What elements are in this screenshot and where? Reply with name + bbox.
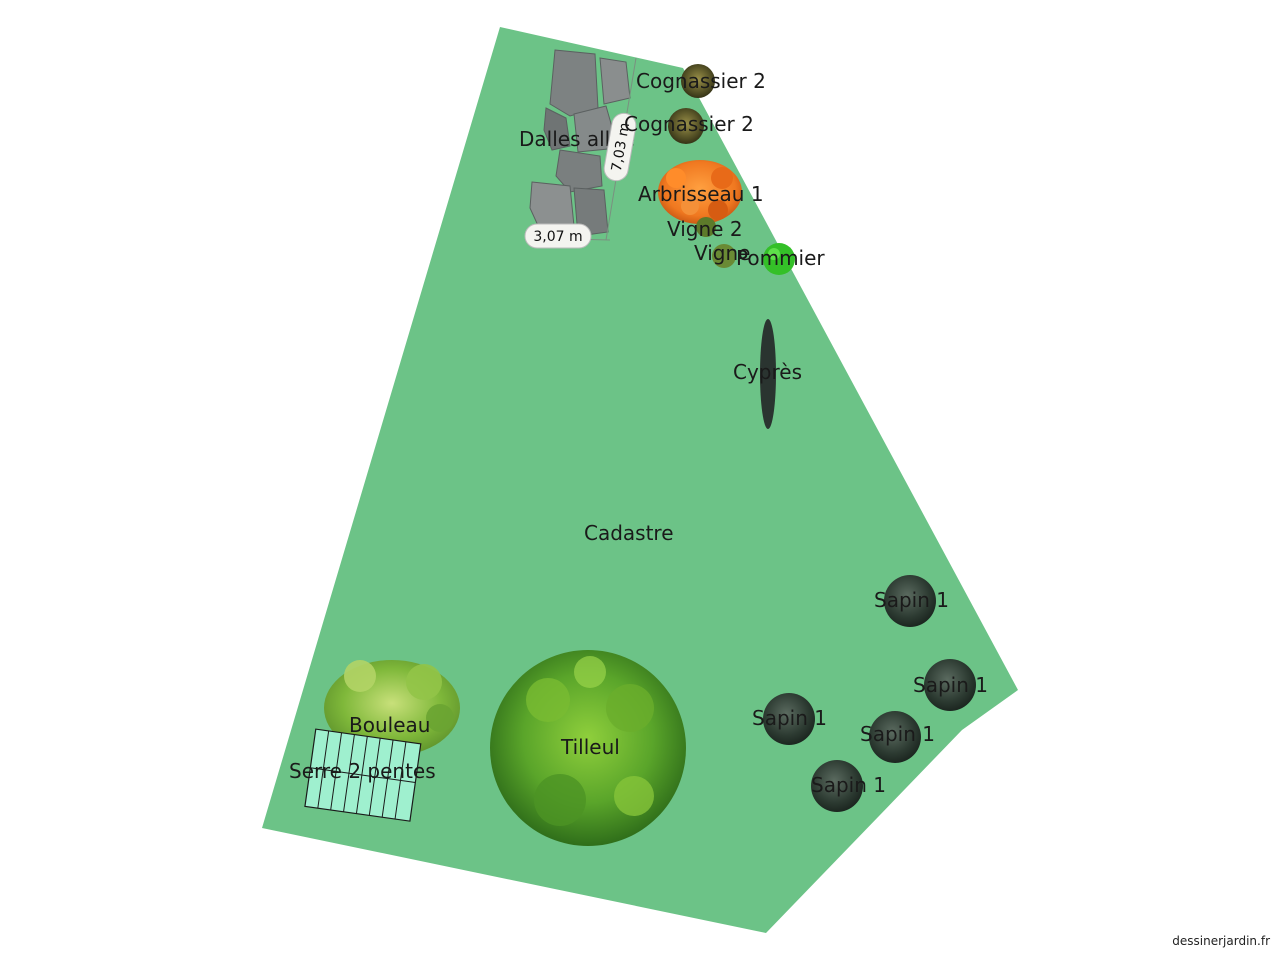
dalles-allee[interactable] [529,49,637,241]
tree-bouleau[interactable] [324,660,460,756]
label-sapin-5: Sapin 1 [811,773,886,797]
tree-sapin-5[interactable] [811,760,863,812]
label-vigne-2: Vigne 2 [667,217,743,241]
greenhouse-serre[interactable] [304,728,422,822]
tree-cognassier-2[interactable] [668,108,704,144]
label-pommier: Pommier [736,246,825,270]
flagstone [529,181,575,231]
dimension-width-badge: 3,07 m [524,223,592,249]
label-sapin-2: Sapin 1 [913,673,988,697]
tree-sapin-2[interactable] [924,659,976,711]
tree-cypres[interactable] [760,319,776,429]
label-cognassier-2: Cognassier 2 [624,112,754,136]
shrub-arbrisseau[interactable] [658,160,742,224]
label-tilleul: Tilleul [560,735,620,759]
tree-cognassier-1[interactable] [681,64,715,98]
tree-sapin-4[interactable] [869,711,921,763]
flagstone [549,49,599,117]
label-bouleau: Bouleau [349,713,430,737]
label-sapin-4: Sapin 1 [860,722,935,746]
tree-tilleul[interactable] [490,650,686,846]
label-arbrisseau: Arbrisseau 1 [638,182,764,206]
dimension-length-badge: 7,03 m [603,112,637,182]
label-sapin-3: Sapin 1 [752,706,827,730]
label-vigne: Vigne [694,241,750,265]
label-cognassier-1: Cognassier 2 [636,69,766,93]
plant-vigne[interactable] [712,244,736,268]
flagstone [543,107,571,151]
label-serre: Serre 2 pentes [289,759,436,783]
tree-sapin-3[interactable] [763,693,815,745]
label-cypres: Cyprès [733,360,802,384]
dimension-width-text: 3,07 m [533,229,582,245]
tree-sapin-1[interactable] [884,575,936,627]
flagstone [599,57,631,105]
tree-pommier-detail [768,248,780,260]
credit-text: dessinerjardin.fr [1172,934,1270,948]
plant-vigne-2[interactable] [696,217,716,237]
label-cadastre: Cadastre [584,521,674,545]
label-sapin-1: Sapin 1 [874,588,949,612]
